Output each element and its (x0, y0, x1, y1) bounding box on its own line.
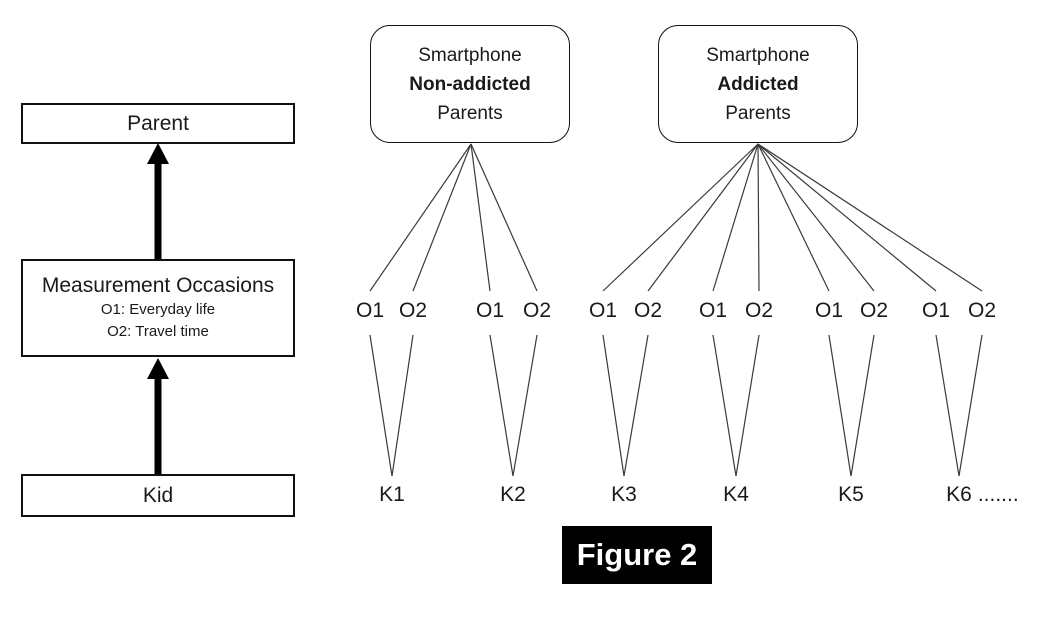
occasion-kid-line (958, 334, 983, 477)
occasion-kid-line (602, 334, 625, 477)
figure-caption-text: Figure 2 (576, 537, 698, 572)
occasion-kid-line (712, 334, 737, 477)
kid-label-k1: K1 (379, 483, 405, 506)
occasion-label-k6-o1: O1 (921, 299, 951, 322)
occasion-kid-line (623, 334, 649, 477)
group-title-line: Parents (437, 102, 503, 124)
parent-occasion-line (757, 143, 983, 292)
kid-label-k6: K6....... (946, 483, 1019, 506)
kid-label-k2: K2 (500, 483, 526, 506)
occasion-definition-2: O2: Travel time (107, 323, 209, 341)
parent-occasion-line (470, 143, 538, 292)
parent-occasion-line (369, 143, 472, 292)
measurement-occasions-box: Measurement Occasions O1: Everyday life … (21, 259, 295, 357)
figure-caption: Figure 2 (562, 526, 712, 584)
occasion-kid-line (369, 334, 393, 477)
parent-box-label: Parent (127, 111, 189, 135)
parent-occasion-line (647, 143, 759, 292)
parent-box: Parent (21, 103, 295, 144)
occasion-label-k4-o2: O2 (744, 299, 774, 322)
occasion-label-k4-o1: O1 (698, 299, 728, 322)
kid-label-k4: K4 (723, 483, 749, 506)
group-title-line: Smartphone (418, 44, 522, 66)
occasion-label-k2-o2: O2 (522, 299, 552, 322)
occasion-definition-1: O1: Everyday life (100, 301, 216, 319)
occasion-kid-line (828, 334, 852, 477)
occasion-kid-line (935, 334, 960, 477)
occasion-label-k5-o1: O1 (814, 299, 844, 322)
measurement-occasions-title: Measurement Occasions (41, 274, 275, 298)
parent-occasion-line (757, 143, 760, 292)
occasion-label-k1-o1: O1 (355, 299, 385, 322)
occasion-kid-line (489, 334, 514, 477)
group-title-line: Smartphone (706, 44, 810, 66)
occasion-label-k3-o1: O1 (588, 299, 618, 322)
group-title-line-bold: Addicted (717, 73, 799, 95)
kid-box-label: Kid (142, 483, 174, 507)
group-title-line: Parents (725, 102, 791, 124)
occasion-label-k3-o2: O2 (633, 299, 663, 322)
occasion-label-k6-o2: O2 (967, 299, 997, 322)
kid-box: Kid (21, 474, 295, 517)
arrow-kid-to-occasions (147, 358, 169, 475)
arrow-occasions-to-parent (147, 143, 169, 260)
occasion-label-k5-o2: O2 (859, 299, 889, 322)
addicted-parents-box: Smartphone Addicted Parents (658, 25, 858, 143)
non-addicted-parents-box: Smartphone Non-addicted Parents (370, 25, 570, 143)
parent-occasion-line (757, 143, 830, 292)
parent-occasion-line (757, 143, 875, 292)
occasion-kid-line (391, 334, 414, 477)
kid-label-k3: K3 (611, 483, 637, 506)
occasion-label-k2-o1: O1 (475, 299, 505, 322)
parent-occasion-line (412, 143, 472, 292)
parent-occasion-line (602, 143, 759, 292)
occasion-kid-line (512, 334, 538, 477)
group-title-line-bold: Non-addicted (409, 73, 531, 95)
parent-occasion-line (470, 143, 491, 292)
parent-occasion-line (757, 143, 937, 292)
occasion-kid-line (850, 334, 875, 477)
occasion-label-k1-o2: O2 (398, 299, 428, 322)
kid-list-ellipsis: ....... (977, 483, 1019, 506)
kid-label-k5: K5 (838, 483, 864, 506)
occasion-kid-line (735, 334, 760, 477)
parent-occasion-line (712, 143, 759, 292)
